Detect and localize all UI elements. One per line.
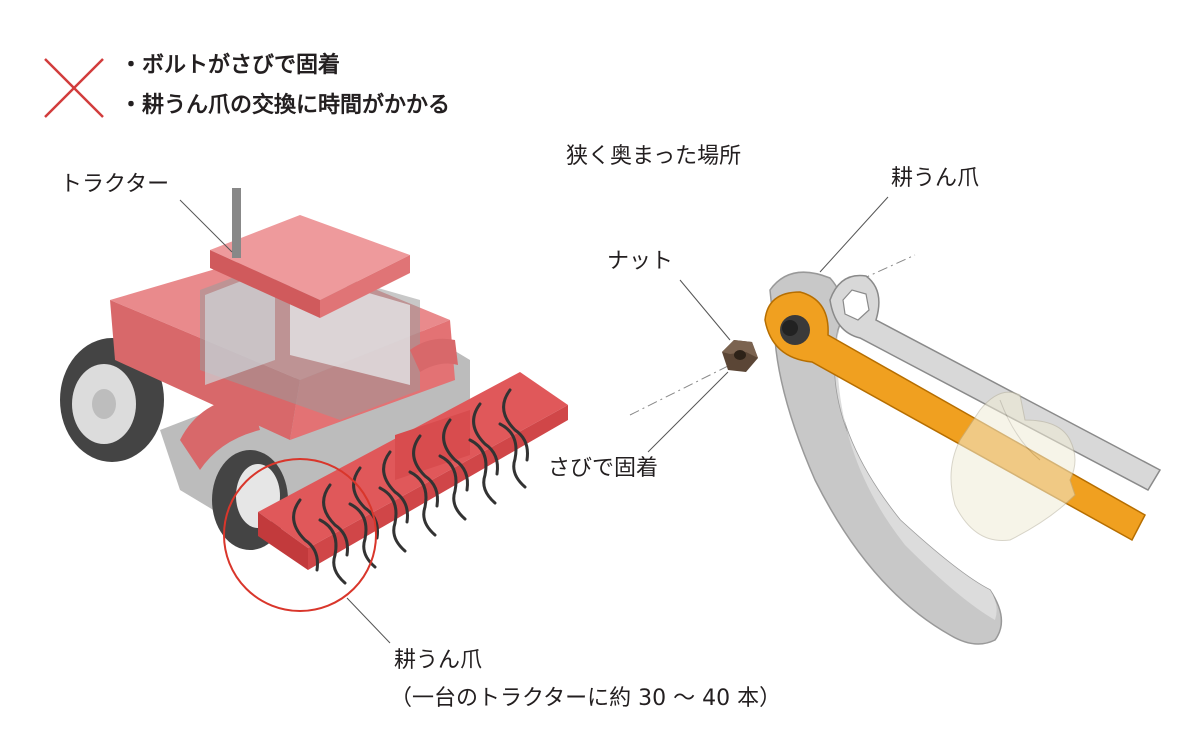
hand-illustration	[950, 391, 1076, 542]
label-tine-right: 耕うん爪	[891, 166, 980, 191]
gray-wrench-illustration	[829, 274, 1162, 491]
label-tine-count: （一台のトラクターに約 30 ～ 40 本）	[390, 686, 782, 711]
cross-icon	[44, 58, 104, 118]
problem-item-1: ・ボルトがさびで固着	[120, 53, 341, 78]
label-tine-bottom: 耕うん爪	[394, 648, 483, 673]
nut-illustration	[722, 340, 758, 372]
label-nut: ナット	[607, 249, 674, 274]
problem-item-2: ・耕うん爪の交換に時間がかかる	[120, 93, 451, 118]
label-narrow-place: 狭く奥まった場所	[566, 144, 742, 169]
label-tractor: トラクター	[60, 172, 170, 197]
tractor-illustration	[60, 188, 568, 585]
highlight-circle	[223, 458, 377, 612]
label-rust-stuck: さびで固着	[548, 456, 659, 481]
